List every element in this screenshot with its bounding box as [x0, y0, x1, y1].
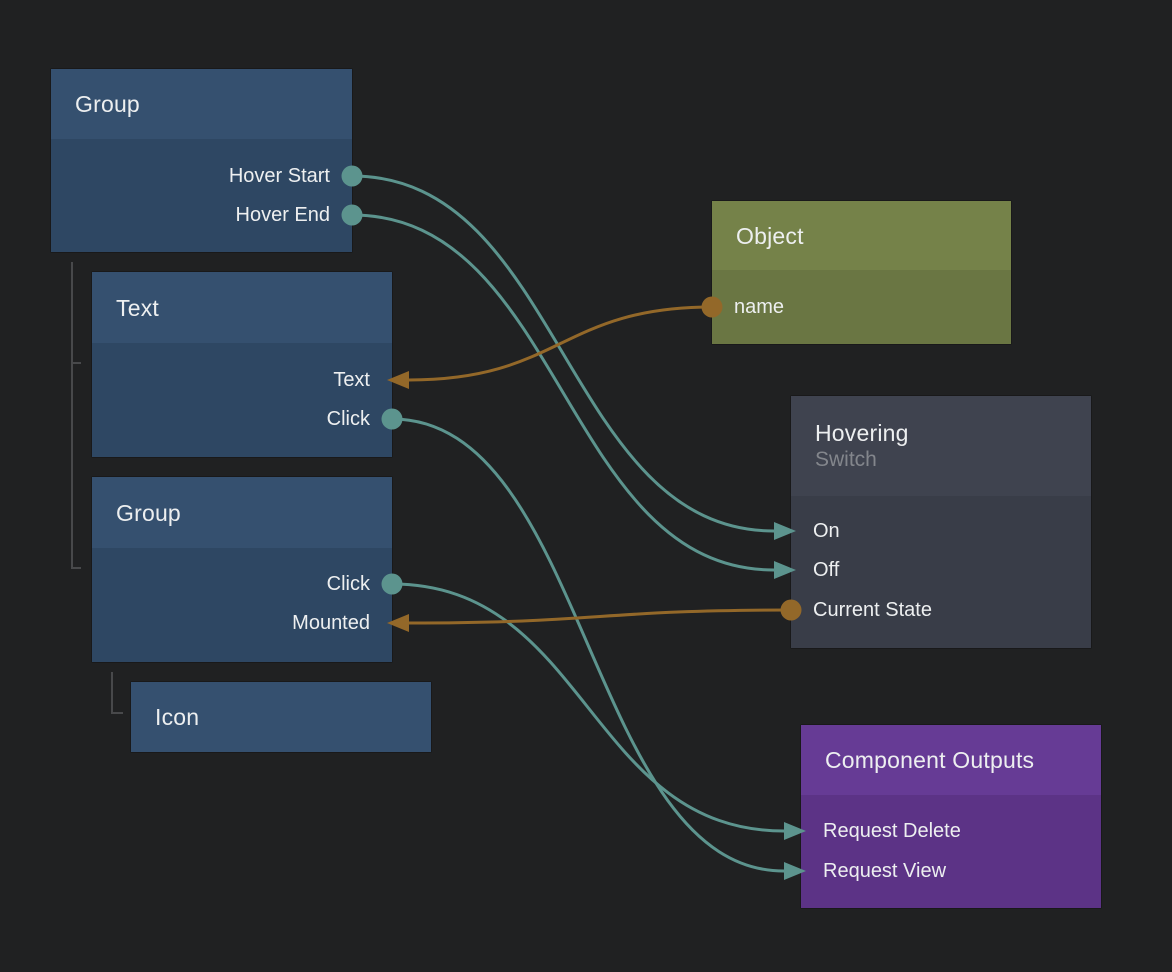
node-body: [51, 139, 352, 252]
node-header[interactable]: Text: [92, 272, 392, 343]
node-title: Group: [75, 91, 140, 117]
wire-hovering.current-state-to-group-child.mounted[interactable]: [407, 608, 793, 625]
node-title: Object: [736, 222, 804, 249]
port-label-text: Text: [333, 369, 370, 391]
node-title: Icon: [155, 704, 200, 730]
node-body: [801, 795, 1101, 908]
port-label-mounted: Mounted: [292, 612, 370, 634]
wire-group-child.click-to-component-outputs.request-delete[interactable]: [390, 582, 786, 833]
node-header[interactable]: Icon: [131, 682, 431, 752]
port-label-on: On: [813, 520, 840, 542]
tree-connector-line: [111, 672, 123, 714]
node-header[interactable]: Component Outputs: [801, 725, 1101, 795]
wire-group-top.hover-end-to-hovering.off[interactable]: [350, 213, 776, 572]
port-label-request-delete: Request Delete: [823, 820, 961, 842]
node-header[interactable]: Object: [712, 201, 1011, 270]
node-object[interactable]: Object name: [712, 201, 1011, 344]
wire-object.name-to-text.text[interactable]: [407, 305, 714, 382]
node-title: Hovering: [815, 420, 909, 446]
node-title: Text: [116, 294, 159, 321]
port-label-request-view: Request View: [823, 860, 947, 882]
port-label-click: Click: [326, 408, 370, 430]
node-title: Component Outputs: [825, 747, 1035, 773]
node-body: [92, 343, 392, 457]
tree-connector-line: [71, 262, 81, 569]
port-label-off: Off: [813, 559, 840, 581]
port-label-current-state: Current State: [813, 599, 932, 621]
node-title: Group: [116, 499, 181, 526]
node-body: [92, 548, 392, 662]
node-header[interactable]: Group: [92, 477, 392, 548]
port-label-click: Click: [326, 573, 370, 595]
node-subtitle: Switch: [815, 448, 877, 471]
node-body: [791, 496, 1091, 648]
node-header[interactable]: Group: [51, 69, 352, 139]
node-icon[interactable]: Icon: [131, 682, 431, 752]
port-label-hover-end: Hover End: [235, 204, 331, 226]
port-label-name: name: [734, 296, 785, 318]
wire-group-top.hover-start-to-hovering.on[interactable]: [350, 174, 776, 533]
port-label-hover-start: Hover Start: [228, 165, 330, 187]
wire-text.click-to-component-outputs.request-view[interactable]: [390, 417, 786, 873]
